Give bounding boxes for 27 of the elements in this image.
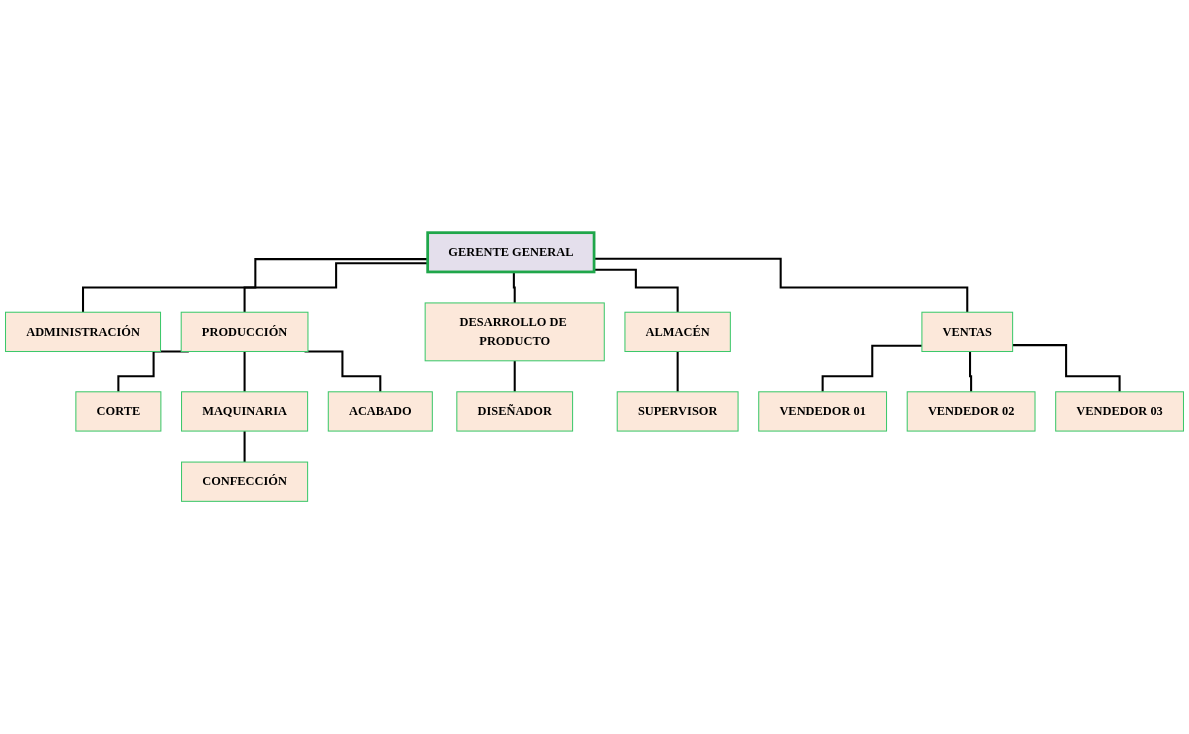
connector [513,359,516,393]
connector [82,258,428,314]
node-box: GERENTE GENERAL [426,231,596,274]
node-box: ACABADO [327,391,433,432]
connector [821,344,922,393]
node-box: MAQUINARIA [181,391,309,432]
node-box: VENDEDOR 03 [1055,391,1184,432]
node-box: PRODUCCIÓN [180,311,309,352]
connector [243,430,246,464]
node-box: DISEÑADOR [456,391,574,432]
node-box: ADMINISTRACIÓN [5,311,162,352]
node-box: CORTE [75,391,162,432]
connector [243,262,428,314]
connector [594,257,969,314]
node-box: CONFECCIÓN [181,461,309,502]
node-box: DESARROLLO DE PRODUCTO [424,302,605,362]
connector [1012,344,1121,393]
connector [676,350,679,393]
connector [968,350,973,393]
node-box: VENTAS [921,311,1014,352]
connector [243,350,246,393]
node-box: VENDEDOR 02 [906,391,1036,432]
node-box: SUPERVISOR [616,391,739,432]
connector [304,350,382,393]
node-box: ALMACÉN [624,311,731,352]
node-box: VENDEDOR 01 [758,391,888,432]
connector [594,268,679,314]
